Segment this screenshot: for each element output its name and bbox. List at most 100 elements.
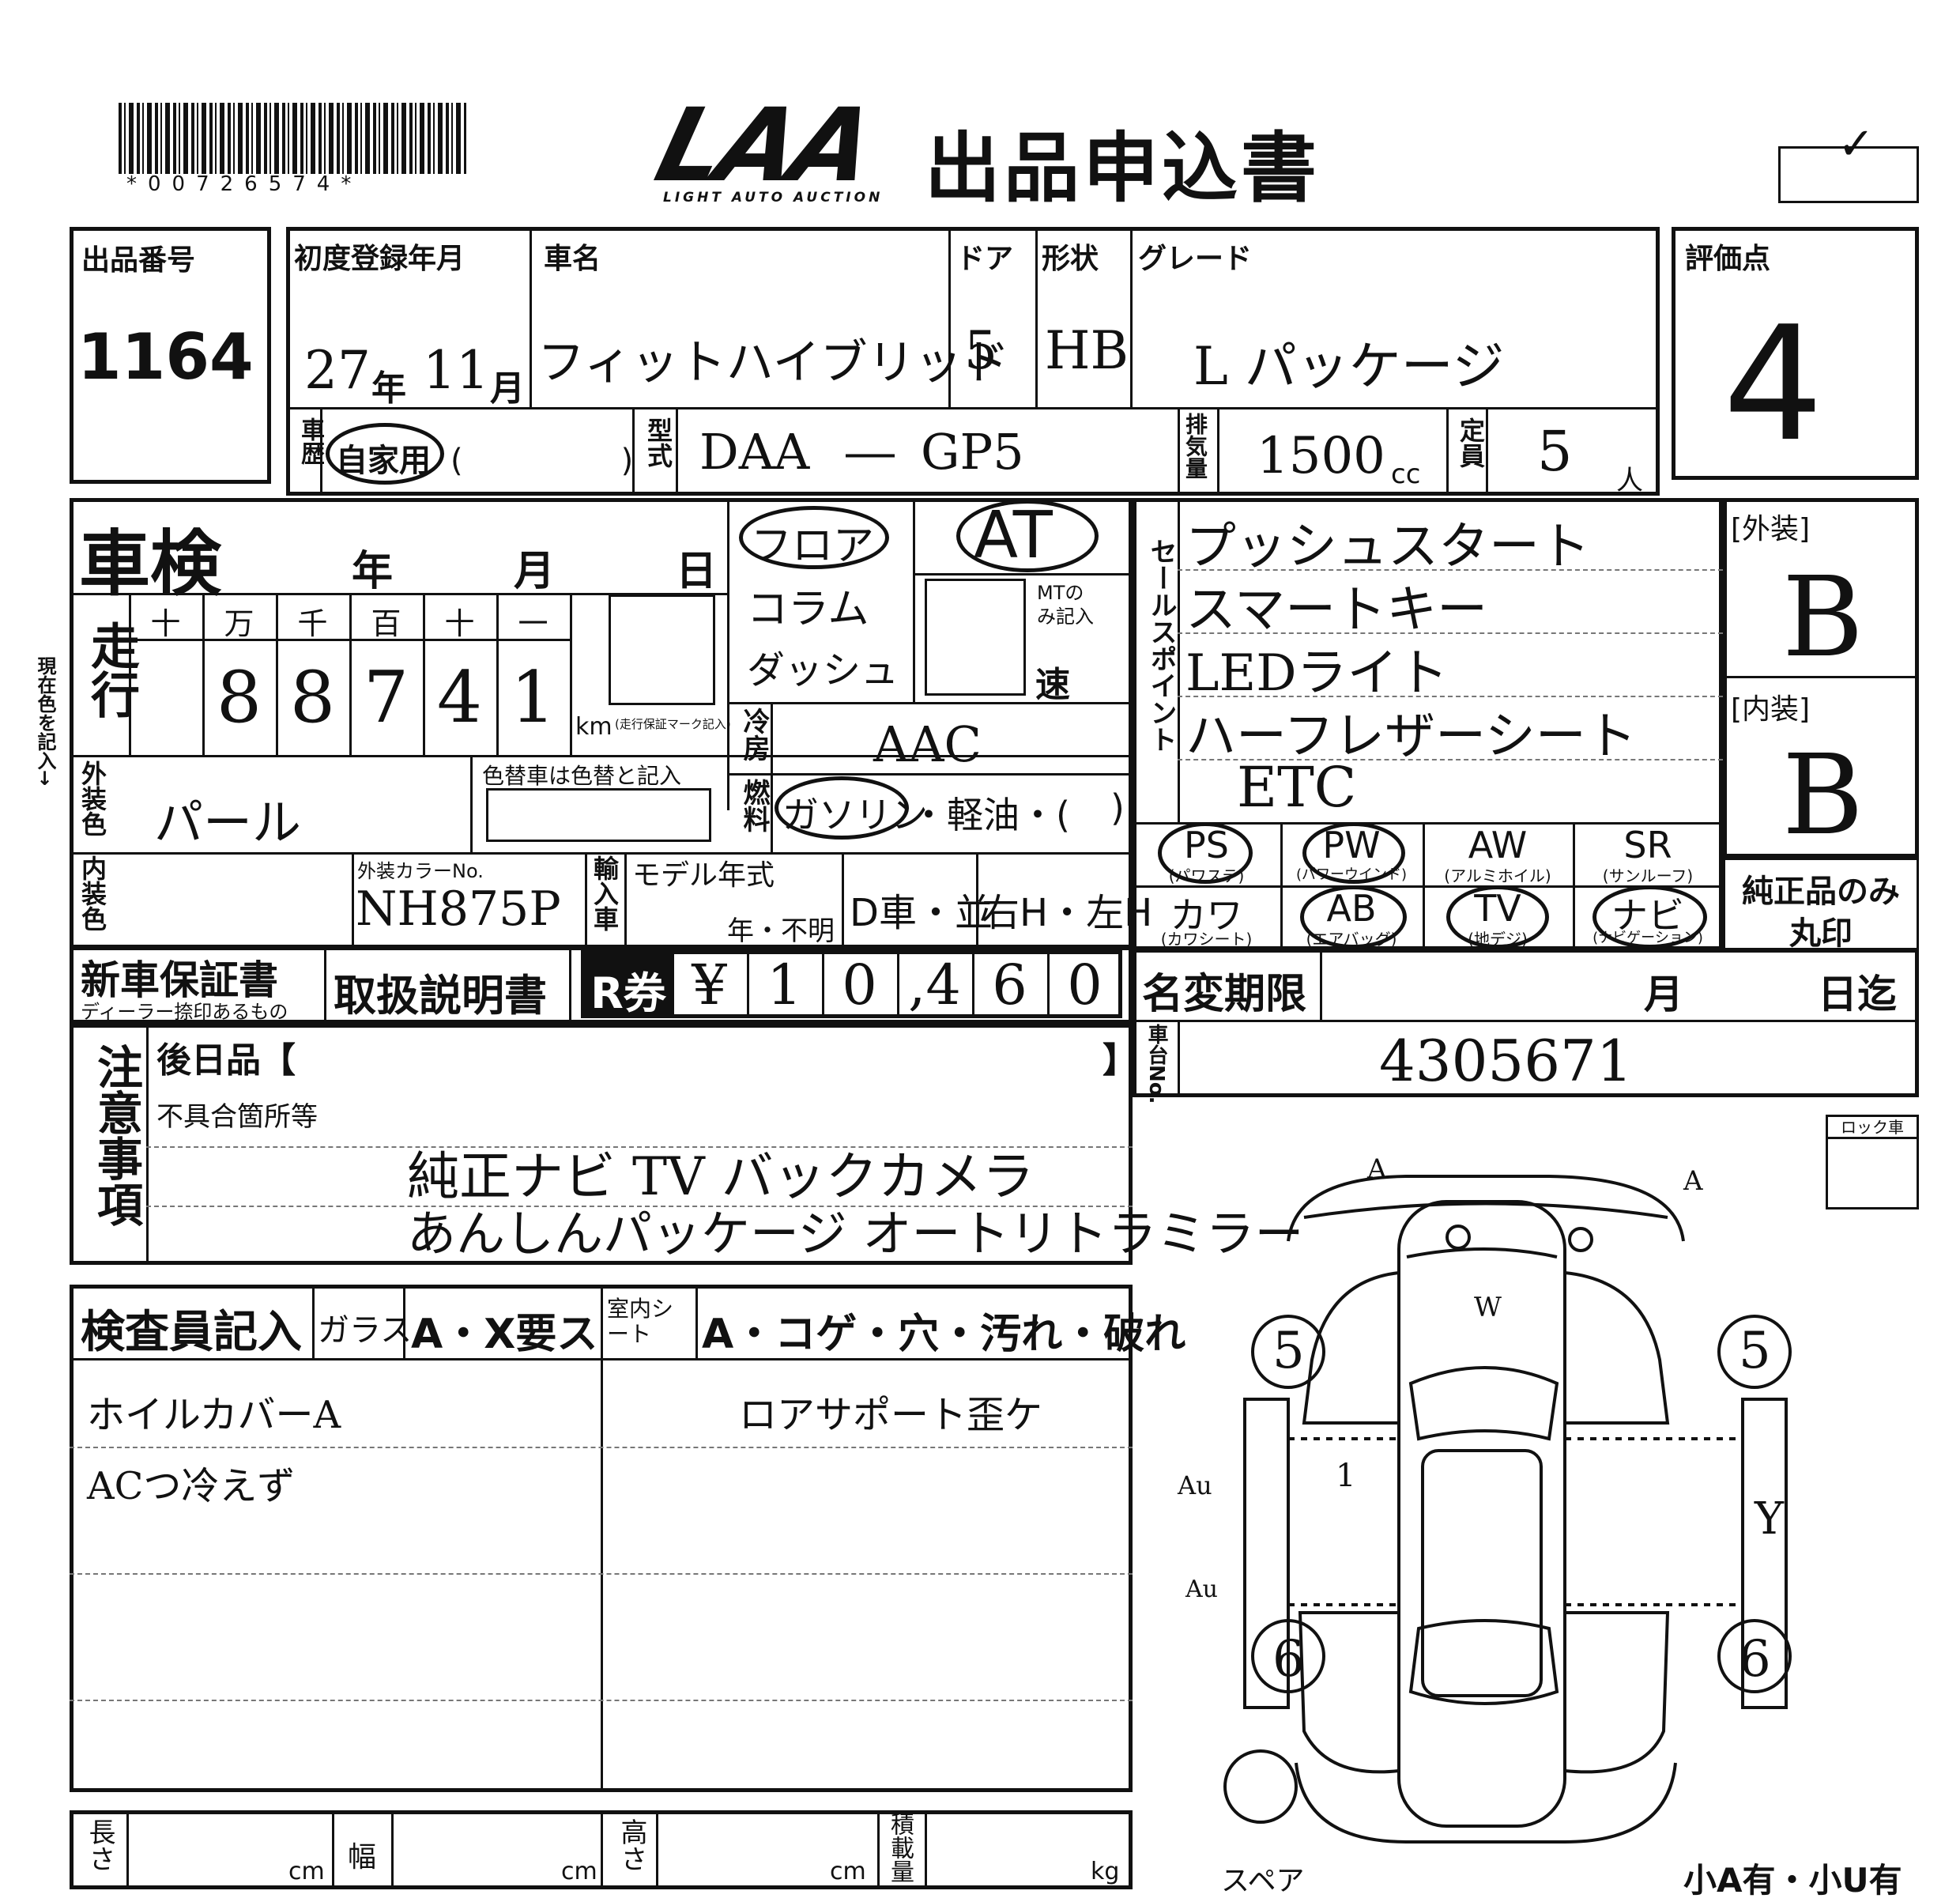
score-box — [1672, 227, 1919, 480]
option-tv[interactable]: TV — [1474, 887, 1521, 930]
grade-label: グレード — [1138, 243, 1253, 275]
mileage-unit-100k: 十 — [150, 606, 181, 641]
dims-height-label: 高さ — [616, 1818, 647, 1872]
option-aw[interactable]: AW — [1468, 824, 1528, 866]
check-box[interactable] — [1778, 146, 1919, 203]
inspector-glass: ガラス — [318, 1312, 413, 1349]
sales-point-1: プッシュスタート — [1185, 518, 1590, 576]
logo-subtext: LIGHT AUTO AUCTION — [663, 190, 884, 206]
mileage-guarantee-box[interactable] — [609, 594, 715, 705]
mileage-digit-1k: 8 — [289, 656, 336, 739]
option-pw-sub: (パワーウインド) — [1295, 866, 1408, 883]
tire-front-right — [1717, 1315, 1792, 1389]
tire-front-left — [1251, 1315, 1325, 1389]
spare-label: スペア — [1221, 1865, 1305, 1897]
model-prefix: DAA — [699, 423, 810, 481]
name-change-label: 名変期限 — [1142, 971, 1307, 1018]
page-title: 出品申込書 — [925, 124, 1320, 213]
exterior-color-value: パール — [154, 794, 302, 851]
diagram-mark-5-right: 5 — [1739, 1322, 1771, 1380]
sales-point-4: ハーフレザーシート — [1185, 708, 1637, 766]
ac-value: AAC — [873, 715, 982, 773]
fuel-gasoline[interactable]: ガソリン — [782, 794, 928, 836]
option-pw[interactable]: PW — [1322, 824, 1381, 866]
dims-load-unit: kg — [1091, 1858, 1120, 1885]
score-value: 4 — [1723, 292, 1824, 477]
option-navi[interactable]: ナビ — [1611, 894, 1684, 937]
shaken-label: 車検 — [79, 523, 221, 606]
handle-value[interactable]: 右H・左H — [982, 891, 1153, 935]
footer-note: 小A有・小U有 — [1683, 1861, 1902, 1900]
sales-point-2: スマートキー — [1185, 581, 1488, 640]
mt-box[interactable] — [925, 579, 1026, 696]
history-circle — [326, 423, 444, 485]
lot-box — [70, 227, 271, 484]
car-body — [1397, 1200, 1566, 1828]
doors-value: 5 — [964, 320, 997, 381]
displacement-label: 排気量 — [1182, 413, 1208, 479]
capacity-value: 5 — [1537, 419, 1573, 484]
model-label: 型式 — [643, 417, 673, 468]
fuel-gasoline-circle — [775, 776, 909, 840]
option-sr-sub: (サンルーフ) — [1602, 866, 1694, 885]
option-sr[interactable]: SR — [1623, 824, 1672, 866]
name-change-month: 月 — [1644, 972, 1683, 1017]
first-registration-month-unit: 月 — [490, 368, 525, 409]
first-registration-label: 初度登録年月 — [294, 243, 466, 275]
car-hood — [1406, 1247, 1558, 1259]
option-kawa-sub: (カワシート) — [1160, 930, 1253, 949]
shift-column[interactable]: コラム — [747, 586, 869, 633]
mileage-side-note: 現在色を記入→ — [34, 656, 56, 787]
notes-line-2: あんしんパッケージ オートリトラミラー — [407, 1205, 1304, 1262]
tire-rear-right — [1717, 1619, 1792, 1693]
dims-length-label: 長さ — [84, 1818, 115, 1872]
diagram-mark-au-left: Au — [1177, 1470, 1212, 1500]
inspector-glass-opts[interactable]: A・X要ス — [411, 1311, 598, 1358]
exterior-grade-label: [外装] — [1731, 513, 1811, 545]
car-headlight-right — [1568, 1227, 1593, 1252]
diagram-mark-5-left: 5 — [1272, 1322, 1305, 1380]
spare-tire — [1223, 1749, 1298, 1824]
option-navi-sub: (ナビゲーション) — [1592, 930, 1703, 946]
name-change-day: 日迄 — [1818, 972, 1897, 1017]
car-left-fender — [1302, 1271, 1400, 1425]
mileage-digit-10k: 8 — [216, 656, 262, 739]
shift-dash[interactable]: ダッシュ — [747, 648, 899, 692]
shift-floor-circle — [739, 506, 889, 569]
model-dash: ― — [846, 423, 895, 481]
lock-car-box[interactable] — [1826, 1115, 1919, 1210]
shape-value: HB — [1045, 320, 1129, 381]
diagram-mark-a-left: A — [1366, 1153, 1387, 1185]
import-label: 輸入車 — [590, 855, 620, 931]
first-registration-month: 11 — [423, 340, 489, 401]
shape-label: 形状 — [1042, 243, 1099, 275]
option-ps[interactable]: PS — [1184, 824, 1229, 866]
mileage-unit-100: 百 — [371, 606, 401, 641]
shift-floor[interactable]: フロア — [751, 523, 875, 570]
option-aw-sub: (アルミホイル) — [1444, 866, 1551, 885]
inspector-seat-opts[interactable]: A・コゲ・穴・汚れ・破れ — [702, 1311, 1186, 1358]
shaken-day: 日 — [676, 548, 718, 595]
option-kawa[interactable]: カワ — [1170, 894, 1243, 937]
history-paren: ( ) — [450, 443, 634, 479]
sales-point-5: ETC — [1237, 755, 1357, 820]
exterior-color-label: 外装色 — [77, 760, 107, 836]
displacement-value: 1500 — [1257, 427, 1385, 485]
shift-at[interactable]: AT — [974, 498, 1053, 573]
diagram-mark-a-right: A — [1683, 1165, 1703, 1197]
option-ab-sub: (エアバッグ) — [1306, 930, 1397, 949]
inspector-note-left-1: ホイルカバーA — [87, 1393, 341, 1437]
sales-points-label: セールスポイント — [1145, 538, 1177, 753]
model-year-label: モデル年式 — [632, 859, 775, 892]
genuine-only-line1: 純正品のみ — [1742, 874, 1900, 910]
capacity-label: 定員 — [1456, 417, 1486, 468]
interior-grade-label: [内装] — [1731, 693, 1811, 726]
dealer-value[interactable]: D車・並 — [850, 891, 993, 935]
lot-number: 1164 — [77, 320, 254, 394]
displacement-unit: cc — [1391, 459, 1421, 490]
option-pw-circle — [1302, 822, 1405, 884]
color-change-box[interactable] — [486, 788, 711, 842]
option-ab[interactable]: AB — [1326, 887, 1377, 930]
car-front-bumper — [1287, 1175, 1685, 1242]
fuel-rest[interactable]: ・軽油・( — [910, 794, 1070, 836]
